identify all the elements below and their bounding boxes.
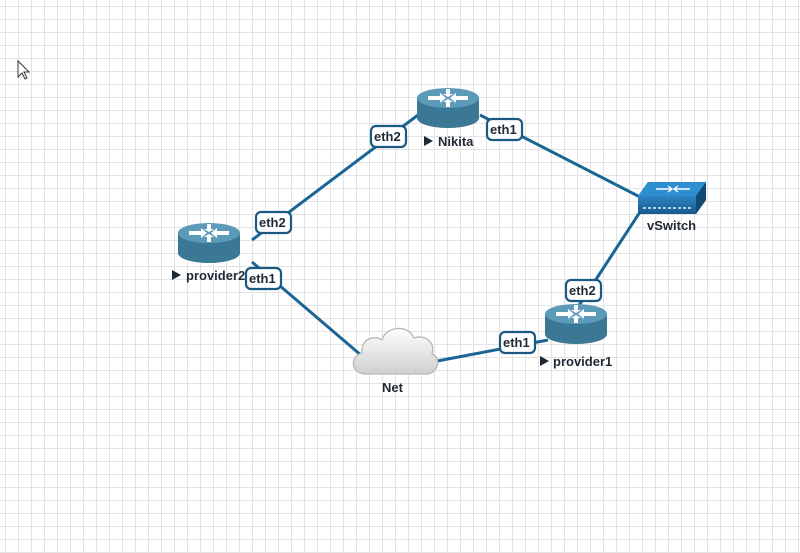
mouse-pointer-icon (17, 59, 31, 80)
port-label: eth2 (374, 129, 401, 144)
node-label: provider1 (553, 354, 612, 369)
router-icon (417, 88, 479, 128)
port-label: eth1 (490, 122, 517, 137)
node-provider1[interactable]: provider1 (540, 304, 612, 369)
port-provider2-eth2[interactable]: eth2 (254, 210, 293, 235)
port-label: eth1 (503, 335, 530, 350)
switch-icon (638, 182, 706, 214)
node-label: Nikita (438, 134, 474, 149)
console-arrow-icon[interactable] (172, 270, 181, 280)
node-label: Net (382, 380, 404, 395)
node-net[interactable]: Net (352, 327, 439, 395)
node-nikita[interactable]: Nikita (417, 88, 479, 149)
cloud-icon (352, 327, 439, 375)
port-nikita-eth2[interactable]: eth2 (369, 124, 408, 149)
port-label: eth2 (569, 283, 596, 298)
router-icon (178, 223, 240, 263)
node-provider2[interactable]: provider2 (172, 223, 245, 283)
port-label: eth1 (249, 271, 276, 286)
console-arrow-icon[interactable] (540, 356, 549, 366)
port-provider2-eth1[interactable]: eth1 (244, 266, 283, 291)
node-label: vSwitch (647, 218, 696, 233)
node-vswitch[interactable]: vSwitch (638, 182, 706, 233)
node-label: provider2 (186, 268, 245, 283)
console-arrow-icon[interactable] (424, 136, 433, 146)
port-label: eth2 (259, 215, 286, 230)
port-provider1-eth1[interactable]: eth1 (498, 330, 537, 355)
port-provider1-eth2[interactable]: eth2 (564, 278, 603, 303)
router-icon (545, 304, 607, 344)
port-nikita-eth1[interactable]: eth1 (485, 117, 524, 142)
